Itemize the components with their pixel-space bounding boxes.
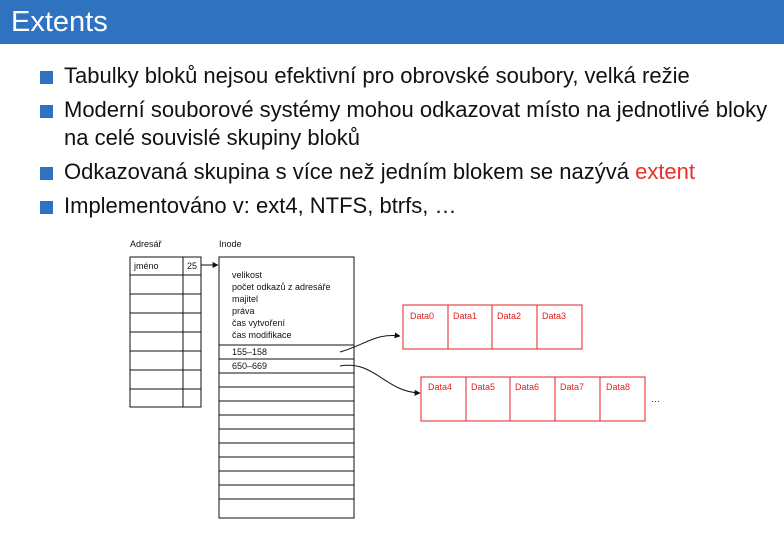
extent-entry: 650–669	[232, 361, 267, 371]
inode-label: Inode	[219, 239, 242, 249]
extent-entry: 155–158	[232, 347, 267, 357]
extent1-arrow	[339, 332, 401, 353]
data-block-label: Data0	[410, 311, 434, 321]
bullet-square-icon	[40, 201, 53, 214]
bullet-text: Moderní souborové systémy mohou odkazova…	[64, 97, 768, 150]
bullet-square-icon	[40, 167, 53, 180]
directory-entry-inode: 25	[187, 261, 197, 271]
slide-title: Extents	[11, 6, 108, 38]
bullet-text: Tabulky bloků nejsou efektivní pro obrov…	[64, 63, 690, 88]
bullet-square-icon	[40, 105, 53, 118]
data-block-label: Data5	[471, 382, 495, 392]
title-bar: Extents	[0, 0, 784, 44]
data-block-label: Data4	[428, 382, 452, 392]
data-block-label: Data6	[515, 382, 539, 392]
data-block-label: Data1	[453, 311, 477, 321]
data-block-label: Data8	[606, 382, 630, 392]
inode-field: velikost	[232, 270, 263, 280]
extent2-arrow	[339, 364, 421, 396]
data-block-label: Data3	[542, 311, 566, 321]
ellipsis: …	[651, 394, 660, 404]
directory-entry-name: jméno	[133, 261, 159, 271]
inode-field: počet odkazů z adresáře	[232, 282, 331, 292]
bullet-text: Odkazovaná skupina s více než jedním blo…	[64, 159, 636, 184]
extent1-blocks	[402, 304, 583, 350]
directory-table	[129, 256, 202, 408]
inode-field: práva	[232, 306, 255, 316]
extent-highlight: extent	[635, 159, 696, 184]
bullet-item: Tabulky bloků nejsou efektivní pro obrov…	[40, 62, 780, 90]
bullet-item: Implementováno v: ext4, NTFS, btrfs, …	[40, 192, 780, 220]
directory-label: Adresář	[130, 239, 163, 249]
inode-field: majitel	[232, 294, 258, 304]
bullet-square-icon	[40, 71, 53, 84]
inode-field: čas vytvoření	[232, 318, 286, 328]
extent2-blocks	[420, 376, 646, 422]
bullet-text: Implementováno v: ext4, NTFS, btrfs, …	[64, 193, 457, 218]
bullet-item: Moderní souborové systémy mohou odkazova…	[40, 96, 780, 152]
data-block-label: Data2	[497, 311, 521, 321]
inode-field: čas modifikace	[232, 330, 292, 340]
bullet-item: Odkazovaná skupina s více než jedním blo…	[40, 158, 780, 186]
inode-table	[218, 256, 355, 519]
data-block-label: Data7	[560, 382, 584, 392]
bullet-list: Tabulky bloků nejsou efektivní pro obrov…	[40, 62, 780, 226]
